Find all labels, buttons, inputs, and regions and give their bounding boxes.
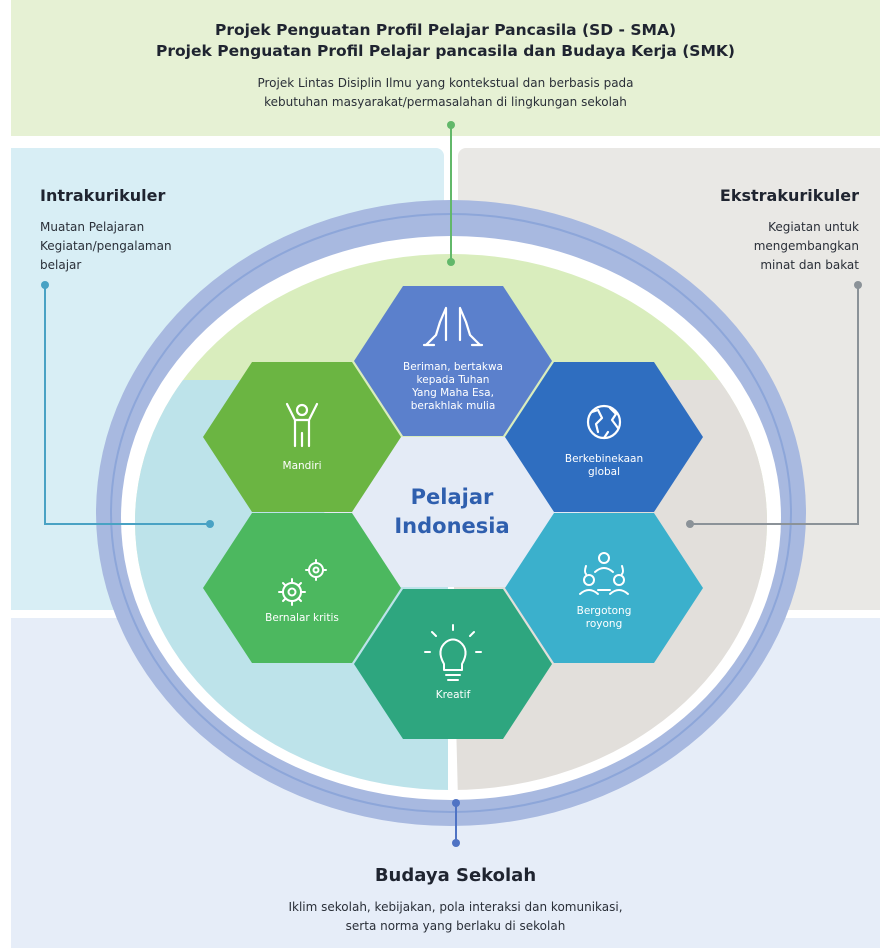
center-hexagon [324,437,580,587]
praying-hands-icon [422,306,484,347]
header-connector-dot-bottom [447,258,455,266]
ekstra-connector [690,285,859,525]
ekstrakurikuler-line1: Kegiatan untuk [768,220,859,234]
budaya-sekolah-line1: Iklim sekolah, kebijakan, pola interaksi… [288,900,623,914]
header-panel [11,0,880,136]
ekstrakurikuler-line3: minat dan bakat [760,258,859,272]
hexagon-gotong [505,513,703,663]
intrakurikuler-title: Intrakurikuler [40,186,166,205]
lightbulb-icon [424,624,482,681]
intrakurikuler-line3: belajar [40,258,82,272]
label-kritis: Bernalar kritis [265,612,339,624]
intra-connector [44,285,210,525]
budaya-sekolah-line2: serta norma yang berlaku di sekolah [345,919,566,933]
header-connector-dot-top [447,121,455,129]
ekstrakurikuler-line2: mengembangkan [753,239,859,253]
budaya-sekolah-title: Budaya Sekolah [374,865,537,886]
intrakurikuler-line2: Kegiatan/pengalaman [40,239,172,253]
label-mandiri: Mandiri [282,460,322,472]
label-beriman-line3: Yang Maha Esa, [412,387,494,399]
hexagon-kritis [203,513,401,663]
label-beriman-line2: kepada Tuhan [416,374,490,386]
center-label-line2: Indonesia [394,514,510,538]
ekstra-connector-dot-top [854,281,862,289]
people-cycle-icon [579,552,629,595]
label-kreatif: Kreatif [435,689,471,701]
globe-icon [586,404,622,440]
intrakurikuler-line1: Muatan Pelajaran [40,220,145,234]
header-description-line2: kebutuhan masyarakat/permasalahan di lin… [264,95,627,109]
hexagon-kreatif [354,589,552,739]
center-label-line1: Pelajar [410,485,494,509]
header-title-line2: Projek Penguatan Profil Pelajar pancasil… [156,42,735,60]
header-description-line1: Projek Lintas Disiplin Ilmu yang konteks… [257,76,634,90]
label-beriman-line4: berakhlak mulia [410,400,496,412]
hexagon-beriman [354,286,552,436]
label-beriman-line1: Beriman, bertakwa [403,361,503,373]
budaya-connector-dot-bottom [452,839,460,847]
label-global-line2: global [587,466,621,478]
header-title-line1: Projek Penguatan Profil Pelajar Pancasil… [214,21,677,39]
budaya-connector-dot-top [452,799,460,807]
ekstrakurikuler-title: Ekstrakurikuler [719,186,859,205]
intra-connector-dot-end [206,520,214,528]
ekstra-connector-dot-end [686,520,694,528]
intra-connector-dot-top [41,281,49,289]
person-arms-up-icon [285,402,319,448]
gears-icon [278,559,327,606]
label-gotong-line2: royong [585,618,623,630]
label-global-line1: Berkebinekaan [564,453,644,465]
label-gotong-line1: Bergotong [576,605,632,617]
